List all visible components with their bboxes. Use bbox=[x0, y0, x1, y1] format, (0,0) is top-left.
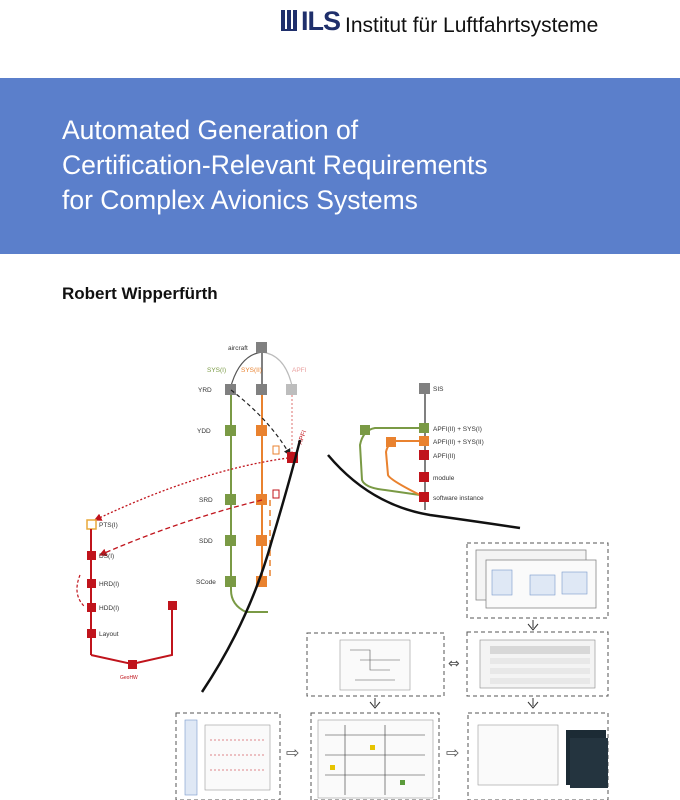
label-geohw: GeoHW bbox=[120, 675, 138, 681]
label-apfi-sys1: APFI(II) + SYS(I) bbox=[433, 426, 482, 433]
label-module: module bbox=[433, 475, 455, 482]
label-yrd: YRD bbox=[198, 387, 212, 394]
red-arc-2 bbox=[98, 499, 263, 556]
label-ds: DS(I) bbox=[99, 553, 114, 560]
right-orange-node bbox=[386, 437, 396, 447]
label-layout: Layout bbox=[99, 631, 119, 638]
aircraft-branch-right bbox=[261, 351, 293, 387]
label-apfi-only: APFI(II) bbox=[433, 453, 455, 460]
yrd-node-orange bbox=[256, 384, 267, 395]
label-srd: SRD bbox=[199, 497, 213, 504]
geohw-node bbox=[128, 660, 137, 669]
double-arrow-icon: ⇔ bbox=[448, 656, 460, 672]
apfi-sys1-node bbox=[419, 423, 429, 433]
title-banner bbox=[0, 78, 680, 254]
logo-text: ILS bbox=[301, 6, 341, 36]
author-name: Robert Wipperfürth bbox=[62, 284, 218, 303]
label-hrd: HRD(I) bbox=[99, 581, 119, 588]
red-arc-1 bbox=[93, 457, 289, 521]
software-instance-node bbox=[419, 492, 429, 502]
apfi-red-node bbox=[287, 452, 298, 463]
cover-diagram: aircraft SYS(I) SYS(II) APFI YRD YDD SRD… bbox=[76, 342, 609, 800]
book-title: Automated Generation of Certification-Re… bbox=[62, 113, 622, 218]
red-bottom-path bbox=[90, 605, 173, 666]
ydd-node-green bbox=[225, 425, 236, 436]
thumbnail-box-middle-right bbox=[466, 631, 609, 697]
sis-node bbox=[419, 383, 430, 394]
srd-node-green bbox=[225, 494, 236, 505]
thumbnail-box-top bbox=[466, 542, 609, 619]
label-hdd: HDD(I) bbox=[99, 605, 119, 612]
arrow-down-3 bbox=[527, 698, 539, 709]
yrd-node-green bbox=[225, 384, 236, 395]
institute-name: Institut für Luftfahrtsysteme bbox=[345, 14, 599, 37]
scode-node-green bbox=[225, 576, 236, 587]
scode-node-orange bbox=[256, 576, 267, 587]
sdd-node-green bbox=[225, 535, 236, 546]
layout-node bbox=[87, 629, 96, 638]
title-line-1: Automated Generation of bbox=[62, 115, 359, 145]
black-curve-right bbox=[327, 454, 521, 530]
right-green-node bbox=[360, 425, 370, 435]
ydd-node-orange bbox=[256, 425, 267, 436]
title-line-2: Certification-Relevant Requirements bbox=[62, 150, 488, 180]
thumbnail-box-bottom-left bbox=[175, 712, 281, 800]
arrow-down-2 bbox=[369, 698, 381, 709]
thumbnail-box-bottom-right bbox=[467, 712, 609, 800]
thumbnail-box-middle-left bbox=[306, 632, 445, 697]
ds-node bbox=[87, 551, 96, 560]
label-sys-orange: SYS(II) bbox=[241, 367, 262, 374]
right-orange-loop bbox=[384, 440, 421, 496]
label-apfi-red: APFI bbox=[297, 429, 309, 445]
connector-2 bbox=[272, 489, 280, 499]
arrow-right-icon-2: ⇨ bbox=[446, 743, 459, 762]
ils-logo-icon bbox=[281, 10, 297, 31]
title-line-3: for Complex Avionics Systems bbox=[62, 185, 418, 215]
pts-node bbox=[86, 519, 97, 530]
label-apfi-top: APFI bbox=[292, 367, 307, 374]
aircraft-node bbox=[256, 342, 267, 353]
hdd-node bbox=[87, 603, 96, 612]
label-ydd: YDD bbox=[197, 428, 211, 435]
label-sys-green: SYS(I) bbox=[207, 367, 226, 374]
black-curve-left bbox=[200, 439, 302, 693]
label-sis: SIS bbox=[433, 386, 444, 393]
hrd-node bbox=[87, 579, 96, 588]
yrd-node-apfi bbox=[286, 384, 297, 395]
thumbnail-box-bottom-middle bbox=[310, 712, 440, 800]
right-branch-node bbox=[168, 601, 177, 610]
apfi-sys2-node bbox=[419, 436, 429, 446]
label-sdd: SDD bbox=[199, 538, 213, 545]
label-apfi-sys2: APFI(II) + SYS(II) bbox=[433, 439, 484, 446]
sdd-node-orange bbox=[256, 535, 267, 546]
label-aircraft: aircraft bbox=[228, 345, 248, 352]
arrow-right-icon-1: ⇨ bbox=[286, 743, 299, 762]
module-node bbox=[419, 472, 429, 482]
label-pts: PTS(I) bbox=[99, 522, 118, 529]
connector-1 bbox=[272, 445, 280, 455]
dashed-arrow bbox=[230, 389, 291, 457]
label-software-instance: software instance bbox=[433, 495, 484, 502]
header: ILS Institut für Luftfahrtsysteme bbox=[0, 0, 680, 78]
apfi-only-node bbox=[419, 450, 429, 460]
label-scode: SCode bbox=[196, 579, 216, 586]
red-side-arc bbox=[76, 574, 86, 608]
arrow-down-1 bbox=[527, 620, 539, 631]
